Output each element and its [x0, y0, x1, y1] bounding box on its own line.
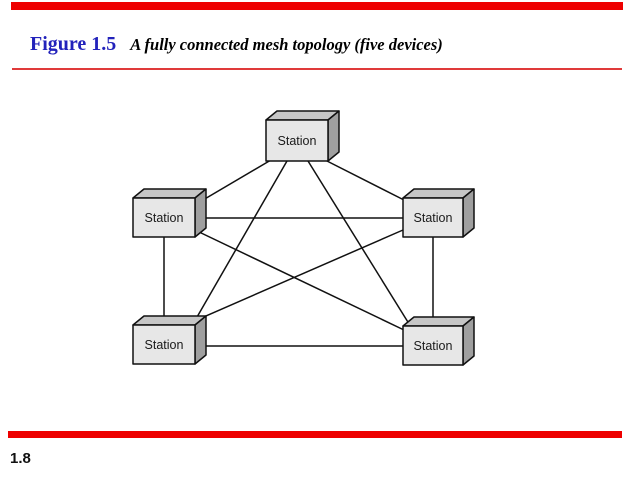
station-box-side-face	[194, 188, 207, 238]
station-box-side-face	[327, 110, 340, 162]
station-box-front-face	[402, 197, 464, 238]
mesh-link-mid_right-bottom_left	[191, 229, 404, 323]
mesh-link-mid_left-bottom_right	[196, 230, 405, 331]
station-box-top-face	[402, 188, 475, 199]
figure-caption: A fully connected mesh topology (five de…	[130, 35, 443, 54]
station-box-top-face	[132, 188, 207, 199]
station-label: Station	[145, 338, 184, 352]
station-box-side-face	[462, 316, 475, 366]
station-node-bottom_right: Station	[402, 316, 475, 366]
station-box-top-face	[132, 315, 207, 326]
station-node-top: Station	[265, 110, 340, 162]
station-label: Station	[145, 211, 184, 225]
header-rule	[12, 68, 622, 70]
station-label: Station	[278, 134, 317, 148]
station-node-mid_right: Station	[402, 188, 475, 238]
station-box-top-face	[265, 110, 340, 121]
top-red-bar	[11, 2, 623, 10]
station-box-front-face	[132, 324, 196, 365]
station-box-top-face	[402, 316, 475, 327]
page-number: 1.8	[10, 450, 31, 467]
station-node-bottom_left: Station	[132, 315, 207, 365]
mesh-link-top-bottom_right	[307, 160, 412, 328]
station-box-front-face	[132, 197, 196, 238]
mesh-link-top-mid_left	[202, 159, 272, 201]
station-node-mid_left: Station	[132, 188, 207, 238]
station-label: Station	[414, 211, 453, 225]
figure-label: Figure 1.5	[30, 33, 117, 55]
bottom-red-bar	[8, 431, 622, 438]
slide-header: Figure 1.5 A fully connected mesh topolo…	[30, 33, 443, 56]
station-label: Station	[414, 339, 453, 353]
station-box-front-face	[265, 119, 329, 162]
station-box-side-face	[462, 188, 475, 238]
station-box-side-face	[194, 315, 207, 365]
station-box-front-face	[402, 325, 464, 366]
mesh-link-top-bottom_left	[192, 160, 288, 325]
mesh-link-top-mid_right	[324, 159, 405, 201]
